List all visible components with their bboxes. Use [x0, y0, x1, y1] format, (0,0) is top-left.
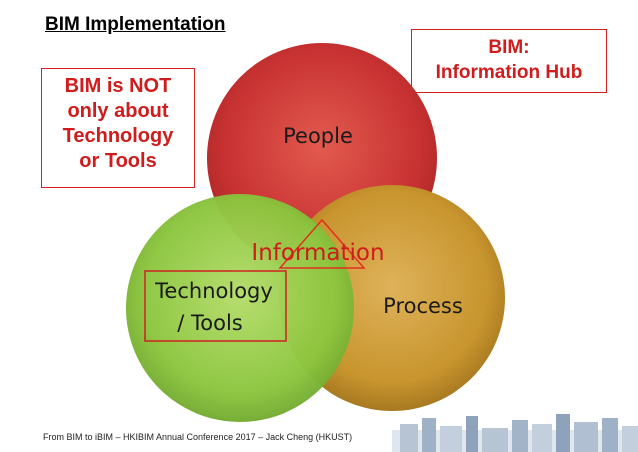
- note-line: Information Hub: [435, 62, 583, 83]
- note-information-hub: BIM: Information Hub: [411, 29, 607, 93]
- information-label: Information: [251, 240, 384, 266]
- note-line: Technology: [62, 125, 174, 147]
- process-label: Process: [383, 294, 463, 318]
- footer-credit: From BIM to iBIM – HKIBIM Annual Confere…: [43, 432, 353, 442]
- note-line: BIM:: [488, 37, 530, 58]
- note-line: only about: [67, 100, 169, 122]
- skyline-decoration-icon: [392, 414, 638, 452]
- technology-label-line1: Technology: [154, 279, 273, 303]
- slide-title: BIM Implementation: [45, 14, 226, 35]
- note-line: or Tools: [79, 150, 157, 172]
- note-not-only-technology: BIM is NOT only about Technology or Tool…: [41, 68, 195, 188]
- technology-circle: [126, 194, 354, 422]
- technology-label-line2: / Tools: [177, 311, 242, 335]
- technology-highlight-box: [144, 270, 287, 342]
- information-triangle: [278, 218, 366, 269]
- people-label: People: [283, 124, 353, 148]
- note-line: BIM is NOT: [64, 75, 172, 97]
